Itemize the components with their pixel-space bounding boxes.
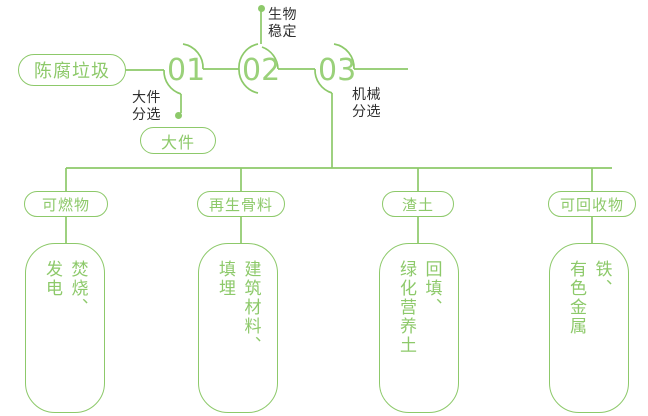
usage-line-primary: 焚烧、: [68, 260, 88, 317]
caption-bulky-sorting: 大件 分选: [132, 89, 161, 122]
usage-box-combustible[interactable]: 焚烧、 发电: [25, 243, 105, 413]
arc-03-top: [333, 43, 355, 70]
arc-02-bottom: [238, 68, 259, 94]
output-pill-recycled-aggregate[interactable]: 再生骨料: [197, 191, 285, 217]
usage-line-secondary: 有色金属: [567, 260, 586, 336]
usage-line-secondary: 绿化营养土: [397, 260, 416, 355]
caption-mechanical-sorting: 机械 分选: [352, 86, 381, 119]
usage-box-recycled-aggregate[interactable]: 建筑材料、 填埋: [198, 243, 278, 413]
output-pill-recyclables[interactable]: 可回收物: [548, 191, 636, 217]
arc-01-bottom: [163, 69, 182, 95]
stage-number-02: 02: [242, 53, 281, 88]
output-pill-bulky[interactable]: 大件: [140, 127, 216, 154]
usage-line-primary: 回填、: [422, 260, 442, 317]
usage-box-slag-soil[interactable]: 回填、 绿化营养土: [379, 243, 459, 413]
output-pill-combustible[interactable]: 可燃物: [24, 191, 108, 217]
usage-line-secondary: 发电: [43, 260, 62, 298]
output-pill-slag-soil[interactable]: 渣土: [382, 191, 454, 217]
usage-line-primary: 建筑材料、: [241, 260, 261, 355]
arc-02-right: [261, 46, 279, 70]
dot-bulky-sort: [175, 112, 182, 119]
usage-line-primary: 铁、: [592, 260, 612, 298]
arc-02-top: [238, 43, 259, 70]
usage-box-recyclables[interactable]: 铁、 有色金属: [549, 243, 629, 413]
caption-bio-stabilization: 生物 稳定: [268, 6, 297, 39]
dot-bio-stable: [258, 5, 265, 12]
usage-line-secondary: 填埋: [216, 260, 235, 298]
arc-01-top: [182, 43, 204, 70]
stage-number-01: 01: [167, 53, 206, 88]
stage-number-03: 03: [318, 53, 357, 88]
arc-03-bottom: [314, 68, 333, 94]
source-pill-stale-waste[interactable]: 陈腐垃圾: [18, 54, 126, 86]
